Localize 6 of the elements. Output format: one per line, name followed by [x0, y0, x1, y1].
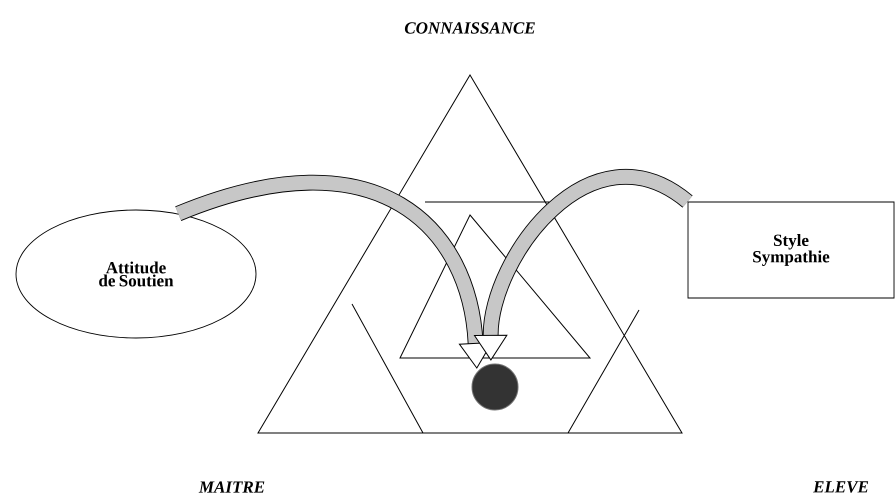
text-box: Style Sympathie: [688, 202, 894, 298]
ellipse-bubble: Attitude de Soutien: [16, 210, 256, 338]
corner-label: CONNAISSANCE: [404, 22, 535, 34]
corner-label: MAITRE: [198, 481, 264, 493]
dot: [472, 364, 518, 410]
corner-label: ELEVE: [813, 481, 868, 493]
